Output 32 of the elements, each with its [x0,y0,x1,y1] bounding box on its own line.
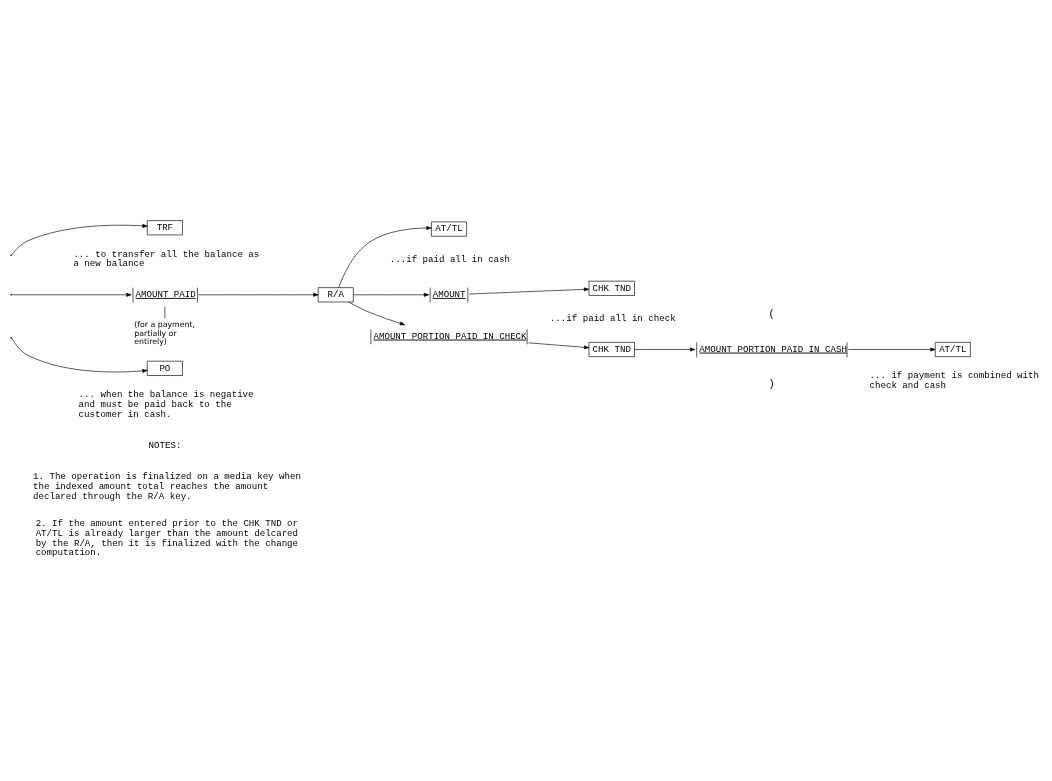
node-text: AMOUNT PORTION PAID IN CASH [699,343,847,355]
node-box: CHK TND [588,342,635,357]
node-box: CHK TND [588,280,635,296]
node-box: TRF [146,220,183,236]
arrow [847,347,936,352]
node-label: ... if payment is combined with check and cash [869,370,1039,392]
arrow [348,301,406,326]
arrow [198,292,319,297]
label: NOTES: [148,440,182,452]
label: ) [768,378,775,391]
arrow [11,292,132,297]
arrow [634,347,696,352]
label: 2. If the amount entered prior to the CHK TND or AT/TL is already larger than the amount delcared by the R/A, then it is finalized with the change computation. [35,518,299,559]
label: ( [768,307,775,320]
arrow [338,226,432,288]
node-box: PO [146,360,183,376]
node-text: AMOUNT [432,288,466,300]
node-label: ...if paid all in cash [389,254,511,266]
node-text: AMOUNT PAID [135,288,196,300]
node-label: ... when the balance is negative and must be paid back to the customer in cash. [78,389,254,420]
node-text: AMOUNT PORTION PAID IN CHECK [373,330,527,342]
node-box: AT/TL [934,342,971,357]
node-box: R/A [317,287,354,303]
arrow [11,223,148,256]
arrow [11,337,148,373]
node-label: ...if paid all in check [549,313,676,325]
node-box: AT/TL [431,221,467,237]
arrow [469,287,590,295]
node-label: ... to transfer all the balance as a new balance [73,248,260,270]
label: 1. The operation is finalized on a media key when the indexed amount total reaches the amount declared through the R/A key. [33,471,301,503]
arrow [528,342,590,350]
arrow [353,292,430,297]
